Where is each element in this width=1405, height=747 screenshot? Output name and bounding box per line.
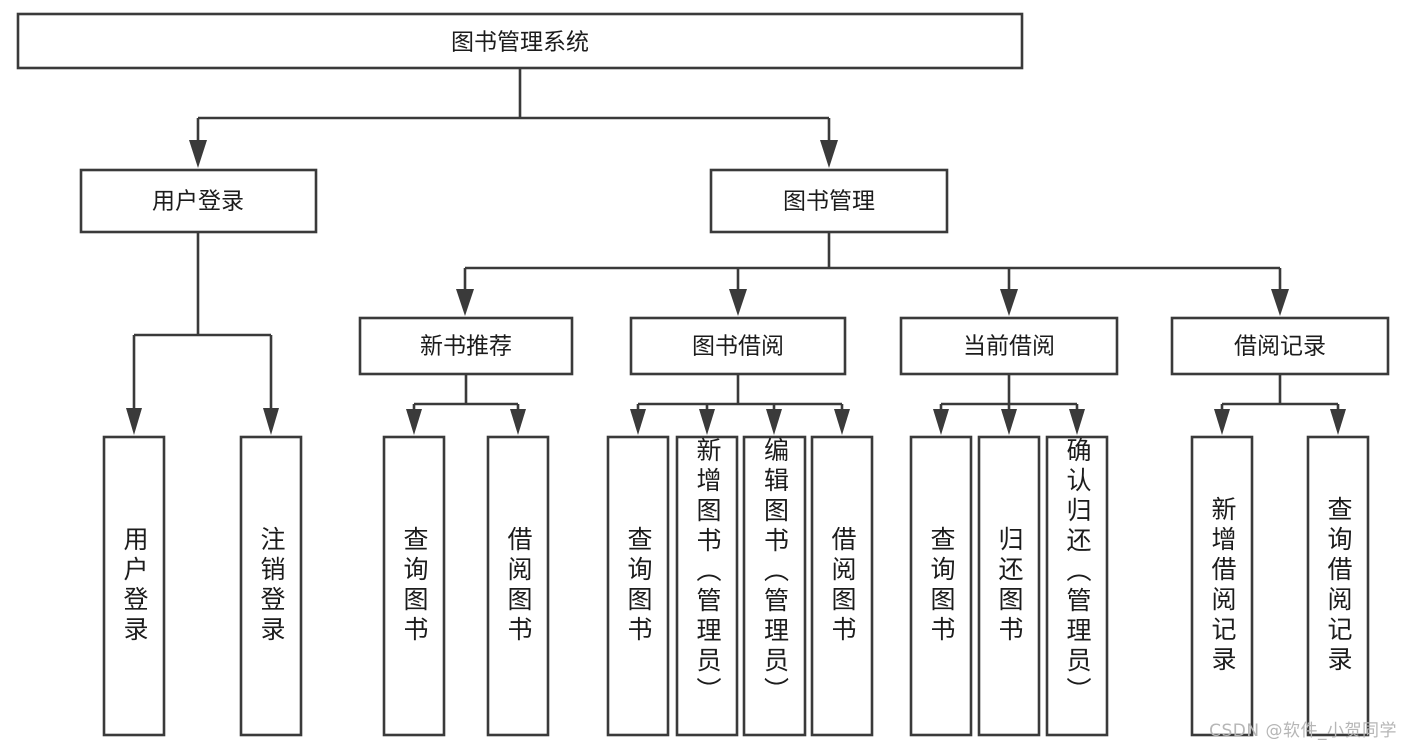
arrow-head-icon [729,289,747,316]
leaf-box-return-book[interactable] [977,435,1041,737]
node-new-book-recommend-box [358,316,574,376]
node-user-login-box [79,168,318,234]
arrow-head-icon [189,140,207,168]
node-book-borrow-label: 图书借阅 [692,334,784,360]
node-book-management[interactable]: 图书管理 [709,168,949,234]
arrow-head-icon [510,409,526,435]
leaf-box-user-login[interactable] [102,435,166,737]
arrow-head-icon [1001,409,1017,435]
connector-record-to-leaves [1214,374,1346,435]
node-current-borrow[interactable]: 当前借阅 [899,316,1119,376]
node-new-book-recommend[interactable]: 新书推荐 [358,316,574,376]
arrow-head-icon [699,409,715,435]
node-root-system[interactable]: 图书管理系统 [16,12,1024,70]
node-new-book-recommend-label: 新书推荐 [420,334,512,360]
connector-bookmgmt-to-level3 [456,232,1289,316]
node-current-borrow-label: 当前借阅 [963,334,1055,360]
csdn-watermark: CSDN @软件_小贺同学 [1209,721,1397,741]
arrow-head-icon [834,409,850,435]
node-root-label: 图书管理系统 [451,30,589,56]
arrow-head-icon [1271,289,1289,316]
connector-userlogin-to-leaves [126,232,279,435]
arrow-head-icon [1000,289,1018,316]
connector-current-to-leaves [933,374,1085,435]
arrow-head-icon [1069,409,1085,435]
arrow-head-icon [1214,409,1230,435]
node-borrow-record-box [1170,316,1390,376]
node-current-borrow-box [899,316,1119,376]
leaf-box-query-borrow-record[interactable] [1306,435,1370,737]
leaf-box-add-borrow-record[interactable] [1190,435,1254,737]
arrow-head-icon [820,140,838,168]
leaf-box-edit-book-admin[interactable] [742,435,807,737]
arrow-head-icon [126,408,142,435]
leaf-box-query-book-2[interactable] [606,435,670,737]
node-book-management-label: 图书管理 [783,189,875,215]
arrow-head-icon [766,409,782,435]
connector-borrow-to-leaves [630,374,850,435]
leaf-box-query-book-1[interactable] [382,435,446,737]
node-root-box [16,12,1024,70]
arrow-head-icon [630,409,646,435]
leaf-box-borrow-book-1[interactable] [486,435,550,737]
node-book-management-box [709,168,949,234]
arrow-head-icon [456,289,474,316]
leaf-box-logout-login[interactable] [239,435,303,737]
connector-newbook-to-leaves [406,374,526,435]
connector-root-to-level2 [189,68,838,168]
node-book-borrow[interactable]: 图书借阅 [629,316,847,376]
leaf-box-add-book-admin[interactable] [675,435,739,737]
node-book-borrow-box [629,316,847,376]
node-user-login[interactable]: 用户登录 [79,168,318,234]
arrow-head-icon [933,409,949,435]
leaf-boxes [102,435,1370,737]
node-borrow-record[interactable]: 借阅记录 [1170,316,1390,376]
leaf-box-query-book-3[interactable] [909,435,973,737]
leaf-box-borrow-book-2[interactable] [810,435,874,737]
arrow-head-icon [1330,409,1346,435]
leaf-box-confirm-return-admin[interactable] [1045,435,1109,737]
arrow-head-icon [406,409,422,435]
node-borrow-record-label: 借阅记录 [1234,334,1326,360]
arrow-head-icon [263,408,279,435]
node-user-login-label: 用户登录 [152,189,244,215]
